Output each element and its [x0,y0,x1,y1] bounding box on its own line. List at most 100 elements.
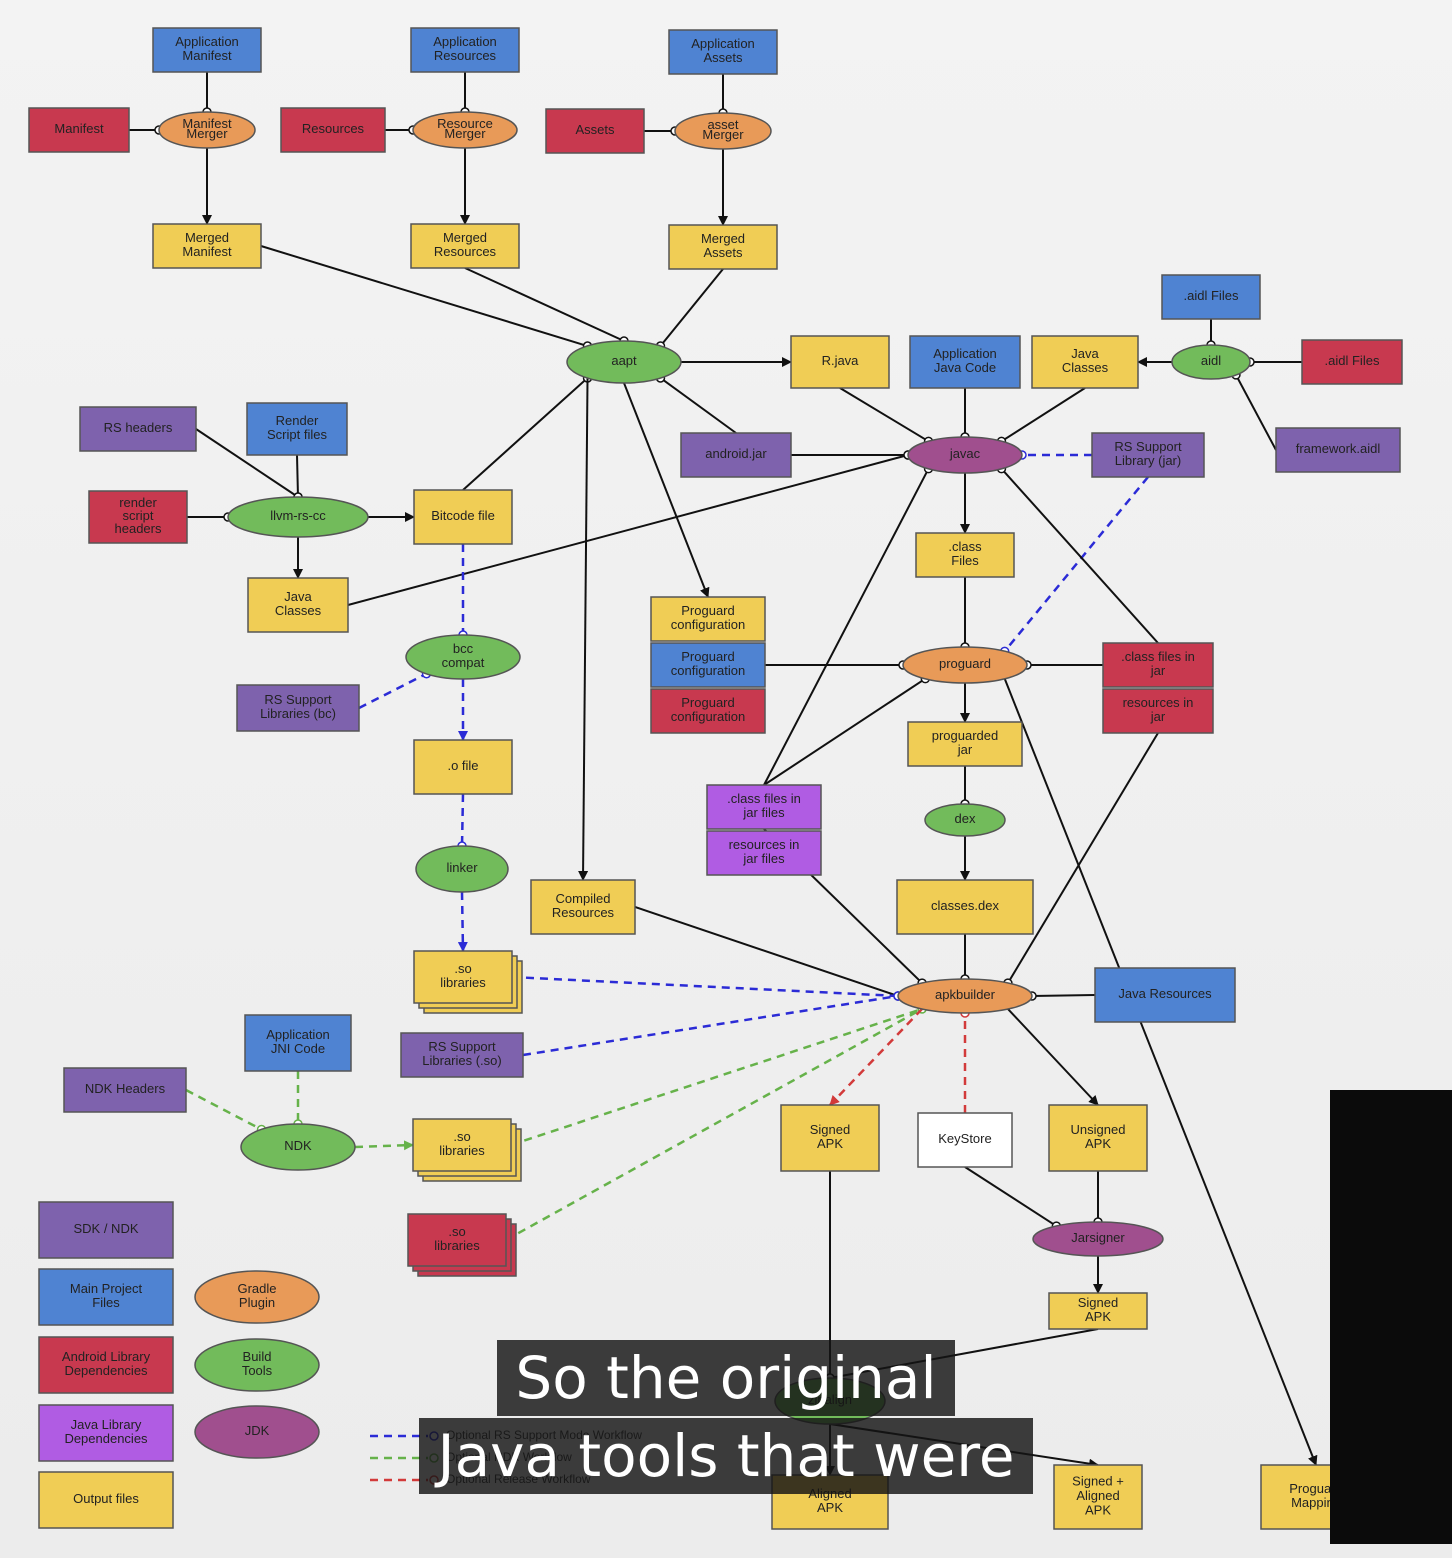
link-11-merged_assets-to-aapt [659,268,724,347]
legend-swatch-android_library_dependencies [38,1336,174,1394]
node-label-r_java: R.java [822,353,860,368]
edge-62-apkbuilder-to-unsigned_apk [1007,1008,1099,1106]
link-10-merged_resources-to-aapt [464,267,625,342]
node-shape-aapt [566,340,682,384]
link-58-ndk_headers-to-ndk [185,1088,263,1131]
node-shape-proguarded_jar [907,721,1023,767]
node-label-framework_aidl: framework.aidl [1296,441,1381,456]
node-shape-java_classes_top [1031,335,1139,389]
node-shape-merged_resources [410,223,520,269]
node-label-ndk_headers: NDK Headers [85,1081,166,1096]
node-shape-signed_apk_1 [780,1104,880,1172]
node-shape-app_assets [668,29,778,75]
node-shape-render_script_files [246,402,348,456]
node-shape-resource_merger [412,111,518,149]
node-shape-proguard_cfg_3 [650,688,766,734]
node-shape-app_java_code [909,335,1021,389]
node-shape-proguard_cfg_1 [650,596,766,642]
node-rs_headers: RS headers [79,406,197,452]
link-29-render_script_files-to-llvm_rs_cc [296,454,299,498]
link-56-so_libraries_3-to-apkbuilder [505,1007,923,1242]
node-framework_aidl: framework.aidl [1275,427,1401,473]
node-shape-aidl_files_top [1161,274,1261,320]
node-label-dex: dex [955,811,976,826]
node-shape-proguard_cfg_2 [650,642,766,688]
node-proguard: proguard [902,646,1028,684]
node-shape-ndk [240,1123,356,1171]
caption-line-1: So the original [497,1340,955,1416]
node-shape-app_resources [410,27,520,73]
node-shape-java_resources [1094,967,1236,1023]
legend-swatch-java_library_dependencies [38,1404,174,1462]
link-21-r_java-to-javac [839,387,930,443]
node-shape-signed_apk_2 [1048,1292,1148,1330]
node-ndk_headers: NDK Headers [63,1067,187,1113]
node-linker: linker [415,845,509,893]
link-23-java_classes_top-to-javac [1000,387,1086,443]
link-26-java_classes_left-to-javac [347,454,909,606]
node-shape-so_libraries_2 [412,1118,512,1172]
node-label-o_file: .o file [447,758,478,773]
node-label-resources: Resources [302,121,365,136]
link-41-rs_support_jar-to-proguard [1003,476,1149,653]
legend-swatch-sdk_ndk [38,1201,174,1259]
legend-swatch-build_tools [194,1338,320,1392]
node-label-jarsigner: Jarsigner [1071,1230,1125,1245]
node-manifest: Manifest [28,107,130,153]
link-55-so_libraries_2-to-apkbuilder [510,1007,923,1147]
node-shape-class_files [915,532,1015,578]
legend-label-sdk_ndk: SDK / NDK [73,1221,138,1236]
node-shape-aidl_files_right [1301,339,1403,385]
node-label-manifest: Manifest [54,121,104,136]
node-shape-aidl [1171,344,1251,380]
node-shape-merged_manifest [152,223,262,269]
node-shape-bitcode_file [413,489,513,545]
edge-37-linker-to-so_libraries_1 [457,891,468,952]
node-shape-rs_support_bc [236,684,360,732]
node-label-bitcode_file: Bitcode file [431,508,495,523]
edge-70-proguard-to-proguard_mapping [1003,678,1318,1466]
node-shape-aligned_apk_right [1053,1464,1143,1530]
link-19-framework_aidl-to-aidl [1235,374,1277,451]
link-53-so_libraries_1-to-apkbuilder [511,975,899,998]
link-43-class_files_in_jar_files-to-javac [763,468,930,786]
node-aapt: aapt [566,340,682,384]
edge-59-ndk-to-so_libraries_2 [354,1140,414,1151]
